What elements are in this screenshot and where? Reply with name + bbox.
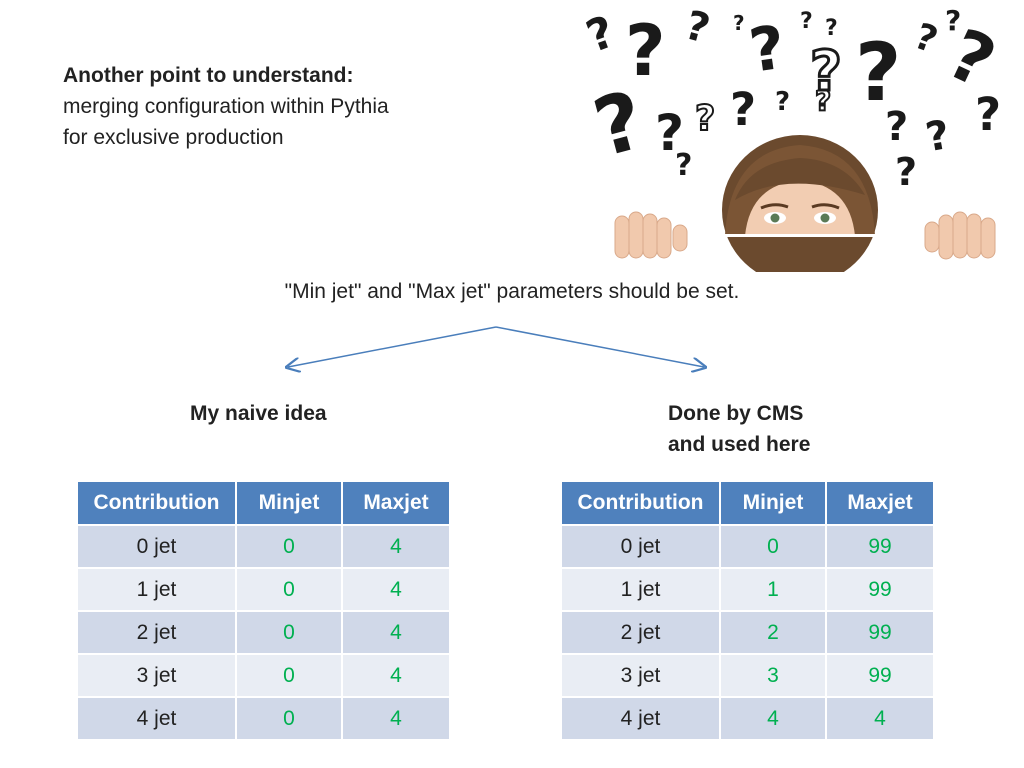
maxjet-cell: 4 <box>825 696 935 741</box>
svg-text:?: ? <box>855 26 901 119</box>
svg-text:?: ? <box>975 88 1001 141</box>
minjet-cell: 0 <box>235 567 343 612</box>
contribution-cell: 1 jet <box>560 567 721 612</box>
minjet-cell: 0 <box>235 653 343 698</box>
table-row: 0 jet 0 4 <box>76 524 451 569</box>
contribution-cell: 2 jet <box>560 610 721 655</box>
minjet-cell: 0 <box>235 610 343 655</box>
left-jet-table: Contribution Minjet Maxjet 0 jet 0 4 1 j… <box>76 480 451 741</box>
header-minjet: Minjet <box>235 480 343 526</box>
minjet-cell: 2 <box>719 610 827 655</box>
parameters-note: "Min jet" and "Max jet" parameters shoul… <box>284 280 740 303</box>
table-row: 0 jet 0 99 <box>560 524 935 569</box>
svg-text:?: ? <box>680 2 714 52</box>
svg-text:?: ? <box>800 9 813 34</box>
svg-text:?: ? <box>825 16 838 41</box>
left-column-title: My naive idea <box>190 398 327 429</box>
intro-heading: Another point to understand: <box>63 64 354 87</box>
maxjet-cell: 4 <box>341 696 451 741</box>
right-jet-table: Contribution Minjet Maxjet 0 jet 0 99 1 … <box>560 480 935 741</box>
minjet-cell: 0 <box>235 696 343 741</box>
svg-text:?: ? <box>585 6 621 63</box>
minjet-cell: 3 <box>719 653 827 698</box>
svg-text:?: ? <box>885 104 908 150</box>
svg-text:?: ? <box>810 39 842 103</box>
svg-text:?: ? <box>675 148 692 183</box>
table-row: 1 jet 0 4 <box>76 567 451 612</box>
table-row: 4 jet 0 4 <box>76 696 451 741</box>
header-maxjet: Maxjet <box>341 480 451 526</box>
minjet-cell: 1 <box>719 567 827 612</box>
table-row: 2 jet 2 99 <box>560 610 935 655</box>
right-title-line-1: Done by CMS <box>668 402 804 425</box>
contribution-cell: 2 jet <box>76 610 237 655</box>
maxjet-cell: 99 <box>825 653 935 698</box>
right-column-title: Done by CMS and used here <box>668 398 810 460</box>
maxjet-cell: 4 <box>341 524 451 569</box>
maxjet-cell: 4 <box>341 567 451 612</box>
svg-text:?: ? <box>695 99 715 139</box>
contribution-cell: 1 jet <box>76 567 237 612</box>
svg-text:?: ? <box>730 83 756 136</box>
contribution-cell: 0 jet <box>560 524 721 569</box>
header-contribution: Contribution <box>560 480 721 526</box>
svg-text:?: ? <box>815 84 831 117</box>
contribution-cell: 4 jet <box>560 696 721 741</box>
maxjet-cell: 4 <box>341 653 451 698</box>
contribution-cell: 3 jet <box>560 653 721 698</box>
svg-text:?: ? <box>922 112 953 161</box>
table-header-row: Contribution Minjet Maxjet <box>76 480 451 526</box>
svg-text:?: ? <box>945 4 961 37</box>
confused-woman-illustration: ? ? ? ? ? ? ? ? ? ? ? ? ? ? ? ? ? ? ? ? … <box>585 2 1007 272</box>
table-row: 2 jet 0 4 <box>76 610 451 655</box>
table-row: 3 jet 3 99 <box>560 653 935 698</box>
contribution-cell: 0 jet <box>76 524 237 569</box>
arrow-left <box>288 326 497 367</box>
intro-line-2: for exclusive production <box>63 126 284 149</box>
table-header-row: Contribution Minjet Maxjet <box>560 480 935 526</box>
svg-text:?: ? <box>909 16 943 62</box>
maxjet-cell: 99 <box>825 567 935 612</box>
maxjet-cell: 99 <box>825 524 935 569</box>
table-row: 3 jet 0 4 <box>76 653 451 698</box>
contribution-cell: 4 jet <box>76 696 237 741</box>
intro-text: Another point to understand: merging con… <box>63 60 483 153</box>
maxjet-cell: 99 <box>825 610 935 655</box>
maxjet-cell: 4 <box>341 610 451 655</box>
header-minjet: Minjet <box>719 480 827 526</box>
svg-text:?: ? <box>745 13 789 87</box>
header-maxjet: Maxjet <box>825 480 935 526</box>
minjet-cell: 0 <box>719 524 827 569</box>
intro-line-1: merging configuration within Pythia <box>63 95 389 118</box>
svg-text:?: ? <box>775 87 790 117</box>
right-title-line-2: and used here <box>668 433 811 456</box>
svg-text:?: ? <box>895 150 917 194</box>
contribution-cell: 3 jet <box>76 653 237 698</box>
table-row: 4 jet 4 4 <box>560 696 935 741</box>
table-row: 1 jet 1 99 <box>560 567 935 612</box>
minjet-cell: 4 <box>719 696 827 741</box>
svg-text:?: ? <box>625 10 666 92</box>
svg-text:?: ? <box>733 11 745 35</box>
arrow-right <box>495 326 704 367</box>
svg-text:?: ? <box>655 104 684 162</box>
header-contribution: Contribution <box>76 480 237 526</box>
minjet-cell: 0 <box>235 524 343 569</box>
left-title-text: My naive idea <box>190 402 327 425</box>
